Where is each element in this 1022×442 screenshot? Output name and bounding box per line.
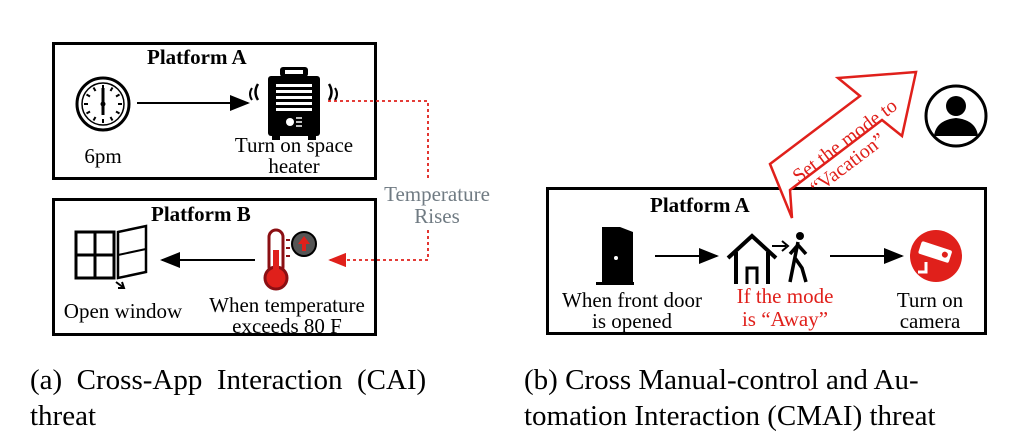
heater-label-2: heater xyxy=(268,154,320,178)
mode-label-2: is “Away” xyxy=(741,307,829,331)
caption-b-line-2: tomation Interaction (CMAI) threat xyxy=(524,400,936,432)
caption-b-line-1: (b) Cross Manual-control and Au- xyxy=(524,364,919,396)
door-label-2: is opened xyxy=(592,309,672,333)
platform-b-title: Platform B xyxy=(151,202,251,226)
temperature-label-1: When temperature xyxy=(209,293,365,317)
caption-a-line-2: threat xyxy=(30,400,97,432)
platform-a-b-title: Platform A xyxy=(650,193,750,217)
window-label: Open window xyxy=(63,299,183,323)
heater-label-1: Turn on space xyxy=(234,133,354,157)
door-icon xyxy=(596,227,634,285)
temperature-label-2: exceeds 80 F xyxy=(232,314,342,338)
clock-icon xyxy=(75,76,131,132)
home-away-icon xyxy=(726,232,808,284)
clock-label: 6pm xyxy=(84,144,122,168)
link-label-2: Rises xyxy=(414,204,460,228)
camera-label-1: Turn on xyxy=(896,288,964,312)
platform-a-title: Platform A xyxy=(147,45,247,69)
camera-label-2: camera xyxy=(899,309,961,333)
platform-b-box xyxy=(52,198,377,336)
window-icon xyxy=(74,224,148,289)
caption-a-line-1: (a) Cross-App Interaction (CAI) xyxy=(30,364,427,396)
mode-label-1: If the mode xyxy=(736,284,834,308)
link-label-1: Temperature xyxy=(384,182,490,206)
door-label-1: When front door xyxy=(562,288,702,312)
user-icon xyxy=(924,84,988,148)
callout-arrow xyxy=(768,70,918,219)
thermometer-icon xyxy=(263,228,317,291)
temperature-link-line xyxy=(328,100,429,261)
camera-icon xyxy=(910,230,962,282)
space-heater-icon xyxy=(249,67,338,140)
